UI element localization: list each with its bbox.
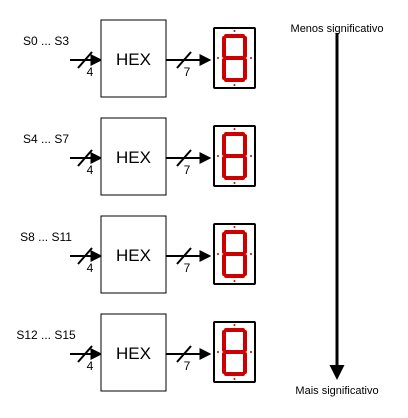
bus-slash-icon — [176, 247, 192, 265]
decoder-row: S12 ... S15 4 HEX 7 — [16, 313, 256, 392]
seven-segment-display-icon — [213, 321, 256, 383]
input-signal-label: S0 ... S3 — [23, 34, 69, 48]
bus-slash-icon — [77, 247, 93, 265]
significance-axis: Menos significativo Mais significativo — [291, 23, 384, 397]
input-signal-label: S12 ... S15 — [16, 328, 76, 342]
least-significant-label: Menos significativo — [291, 23, 384, 35]
input-bus-width: 4 — [87, 65, 94, 79]
hex-decoder-box — [100, 313, 167, 392]
input-bus-width: 4 — [87, 163, 94, 177]
hex-decoder-box — [100, 117, 167, 196]
hex-decoder-box — [100, 215, 167, 294]
input-bus-width: 4 — [87, 359, 94, 373]
seven-segment-display-icon — [213, 223, 256, 285]
input-signal-label: S4 ... S7 — [23, 132, 69, 146]
decoder-row: S4 ... S7 4 HEX 7 — [23, 117, 256, 196]
hex-decoder-label: HEX — [116, 344, 151, 363]
hex-decoder-label: HEX — [116, 50, 151, 69]
bus-slash-icon — [77, 345, 93, 363]
hex-decoder-label: HEX — [116, 148, 151, 167]
output-bus-width: 7 — [184, 163, 191, 177]
input-bus-width: 4 — [87, 261, 94, 275]
seven-segment-display-icon — [213, 27, 256, 89]
bus-slash-icon — [77, 149, 93, 167]
decoder-row: S0 ... S3 4 HEX 7 — [23, 19, 256, 98]
decoder-row: S8 ... S11 4 HEX 7 — [20, 215, 256, 294]
output-bus-width: 7 — [184, 65, 191, 79]
bus-slash-icon — [176, 149, 192, 167]
hex-decoder-box — [100, 19, 167, 98]
most-significant-label: Mais significativo — [295, 385, 378, 397]
bus-slash-icon — [77, 51, 93, 69]
output-bus-width: 7 — [184, 261, 191, 275]
bus-slash-icon — [176, 345, 192, 363]
hex-decoder-label: HEX — [116, 246, 151, 265]
seven-segment-display-icon — [213, 125, 256, 187]
output-bus-width: 7 — [184, 359, 191, 373]
input-signal-label: S8 ... S11 — [20, 230, 72, 244]
bus-slash-icon — [176, 51, 192, 69]
